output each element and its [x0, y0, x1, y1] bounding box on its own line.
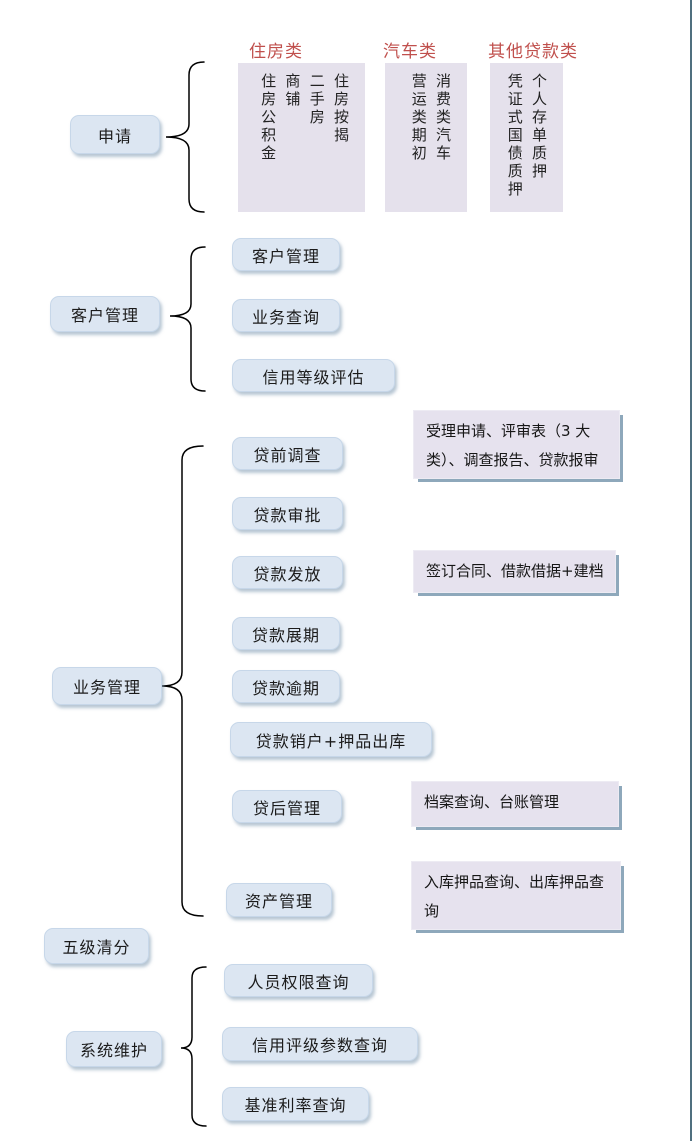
category-item: 住房按揭 — [332, 73, 350, 145]
note-pre-loan-investigation: 受理申请、评审表（3 大类）、调查报告、贷款报审 — [413, 410, 620, 479]
category-item: 消费类汽车 — [434, 73, 452, 163]
node-pre-loan-investigation: 贷前调查 — [232, 437, 343, 470]
category-item: 个人存单质押 — [530, 73, 548, 181]
category-box-other-loans: 个人存单质押 凭证式国债质押 — [490, 63, 563, 212]
category-item: 营运类期初 — [409, 73, 428, 163]
node-credit-rating-eval: 信用等级评估 — [232, 359, 395, 392]
node-loan-closure-collateral-out: 贷款销户+押品出库 — [230, 722, 432, 757]
node-apply: 申请 — [70, 115, 160, 154]
note-loan-issuance: 签订合同、借款借据+建档 — [413, 550, 616, 593]
node-loan-issuance: 贷款发放 — [232, 556, 343, 589]
node-staff-permission-query: 人员权限查询 — [224, 964, 373, 997]
node-loan-overdue: 贷款逾期 — [232, 670, 340, 703]
node-customer-mgmt: 客户管理 — [50, 296, 160, 332]
brace-business-mgmt — [161, 445, 204, 917]
category-box-housing: 住房按揭 二手房 商铺 住房公积金 — [238, 63, 365, 212]
brace-system-maint — [180, 966, 207, 1127]
brace-apply — [165, 61, 205, 213]
category-item: 住房公积金 — [259, 73, 278, 163]
node-business-query: 业务查询 — [232, 299, 340, 332]
category-item: 商铺 — [283, 73, 302, 109]
note-asset-mgmt: 入库押品查询、出库押品查询 — [411, 861, 621, 930]
category-box-auto: 消费类汽车 营运类期初 — [385, 63, 467, 212]
category-item: 二手房 — [307, 73, 326, 127]
node-system-maint: 系统维护 — [66, 1031, 162, 1067]
node-base-rate-query: 基准利率查询 — [222, 1087, 369, 1121]
brace-customer-mgmt — [169, 246, 206, 392]
node-business-mgmt: 业务管理 — [52, 667, 162, 705]
node-five-level-classification: 五级清分 — [44, 928, 149, 964]
category-header-other-loans: 其他贷款类 — [488, 42, 578, 62]
page-border-line — [690, 0, 692, 1141]
node-asset-mgmt: 资产管理 — [226, 883, 332, 917]
category-header-auto: 汽车类 — [383, 42, 437, 62]
node-loan-approval: 贷款审批 — [232, 497, 343, 530]
node-credit-rating-param-query: 信用评级参数查询 — [222, 1027, 418, 1061]
node-loan-extension: 贷款展期 — [232, 617, 340, 650]
category-header-housing: 住房类 — [249, 42, 303, 62]
category-item: 凭证式国债质押 — [505, 73, 524, 199]
note-post-loan-mgmt: 档案查询、台账管理 — [411, 781, 619, 827]
node-post-loan-mgmt: 贷后管理 — [232, 790, 342, 823]
node-customer-info: 客户管理 — [232, 238, 340, 271]
